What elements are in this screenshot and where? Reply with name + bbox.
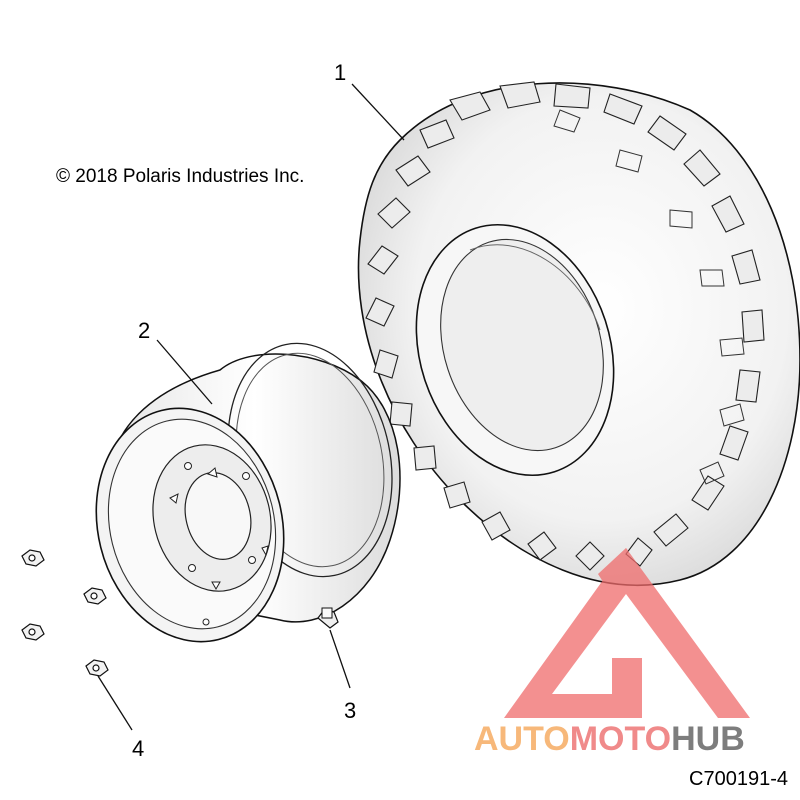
wheel-rim-part [95,342,401,643]
leader-line-3 [329,629,351,689]
watermark-part-auto: AUTO [474,720,570,758]
watermark-part-hub: HUB [671,720,745,758]
leader-line-1 [351,83,405,141]
copyright-notice: © 2018 Polaris Industries Inc. [56,166,305,187]
lug-nut [21,623,45,641]
watermark-logo [504,548,750,718]
lug-nuts-part [21,549,109,677]
callout-2: 2 [138,318,150,343]
tire-tread [365,81,765,571]
leader-lines [97,83,405,731]
leader-line-4 [97,675,133,731]
leader-line-2 [156,339,213,405]
tire-part [357,81,800,587]
watermark-part-moto: MOTO [570,720,671,758]
tire-lugs [553,109,745,485]
callout-1: 1 [334,60,346,85]
callout-3: 3 [344,698,356,723]
lug-nut [83,587,107,605]
lug-nut [85,659,109,677]
logo-triangle-icon [504,548,750,718]
lug-nut [21,549,45,567]
valve-stem-part [317,607,339,629]
callout-4: 4 [132,736,144,761]
drawing-code: C700191-4 [689,768,788,790]
watermark-text: AUTOMOTOHUB [474,720,745,758]
